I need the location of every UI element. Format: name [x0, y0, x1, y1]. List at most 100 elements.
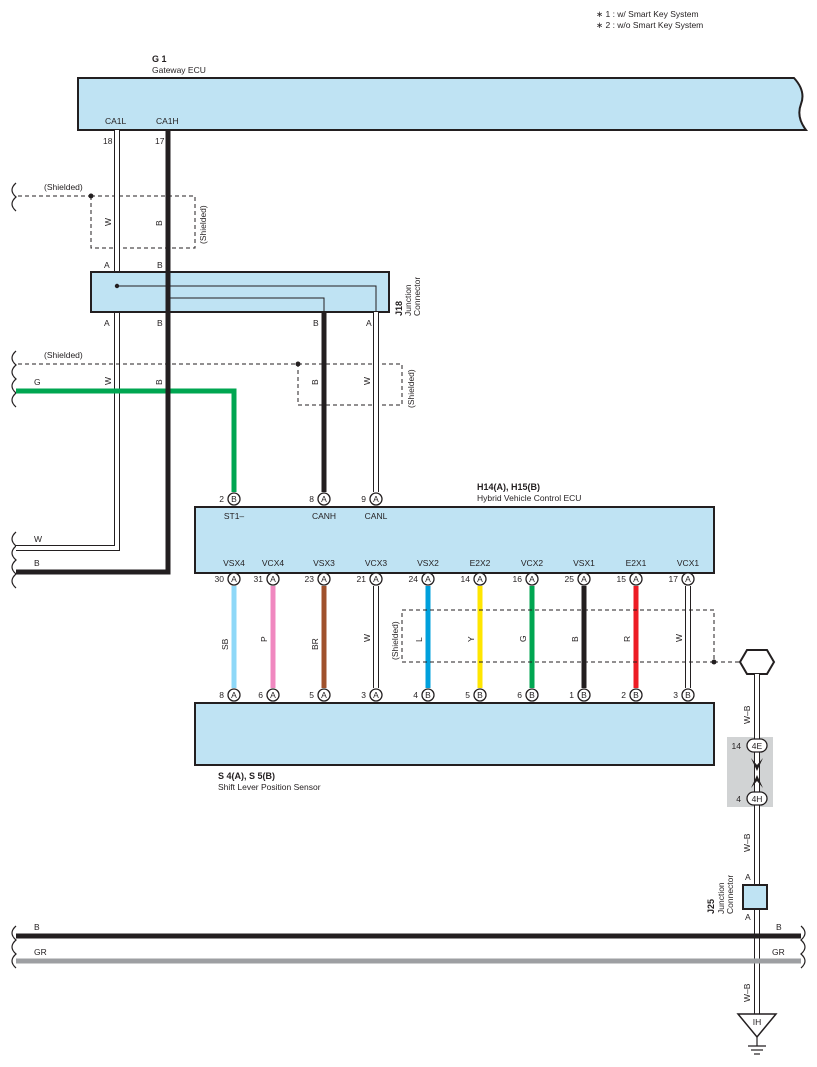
- wire-color-b-1: B: [154, 220, 164, 226]
- hv-ecu-bottom-pin: A 23 VSX3: [305, 558, 335, 586]
- hv-ecu-top-pin-conn: A: [373, 494, 379, 504]
- legend-note-1: ∗ 1 : w/ Smart Key System: [596, 9, 699, 19]
- hv-ecu-bottom-pin-label: VSX4: [223, 558, 245, 568]
- sensor-pin-conn: A: [321, 690, 327, 700]
- hv-ecu-bottom-pin-circle: [681, 572, 695, 586]
- gateway-ecu-box: [77, 77, 809, 131]
- hv-ecu-bottom-pin-label: VSX3: [313, 558, 335, 568]
- hv-ecu-top-pin-conn: B: [231, 494, 237, 504]
- sensor-wire-color: SB: [220, 638, 230, 650]
- hv-ecu-bottom-pin-conn: A: [231, 574, 237, 584]
- sensor-pin-circle: [369, 688, 383, 702]
- sensor-box: [194, 702, 715, 766]
- j18-splice-dot-w: [114, 283, 120, 289]
- hv-ecu-bottom-pin-conn: A: [270, 574, 276, 584]
- sensor-pin-conn: B: [633, 690, 639, 700]
- gateway-ecu-name: Gateway ECU: [152, 65, 206, 75]
- hv-ecu-bottom-pin: A 30 VSX4: [215, 558, 245, 586]
- hv-ecu-top-pin-conn: A: [321, 494, 327, 504]
- j25-letter-bot: A: [745, 912, 751, 922]
- hv-ecu-bottom-pin-num: 30: [215, 574, 225, 584]
- hv-ecu-bottom-pin-conn: A: [425, 574, 431, 584]
- hv-ecu-bottom-pin-conn: A: [373, 574, 379, 584]
- j18-name-line1: Junction: [403, 284, 413, 316]
- sensor-wire-color: BR: [310, 638, 320, 650]
- junction-4h: [746, 791, 768, 806]
- sensor-pin-circle: [227, 688, 241, 702]
- j18-code: J18: [394, 301, 404, 316]
- junction-4e-label: 4E: [752, 741, 763, 751]
- j25-name-line2: Connector: [725, 875, 735, 914]
- hv-ecu-bottom-pin-label: VCX2: [521, 558, 543, 568]
- left-break-marks: [11, 182, 17, 969]
- hv-ecu-bottom-pin-label: VSX2: [417, 558, 439, 568]
- hv-ecu-bottom-pin-num: 23: [305, 574, 315, 584]
- sensor-pin-circle: [266, 688, 280, 702]
- wire-color-w-1: W: [103, 218, 113, 226]
- shield-box-sensor: [401, 609, 715, 663]
- sensor-wire-color: G: [518, 635, 528, 642]
- hv-ecu-bottom-pin-circle: [421, 572, 435, 586]
- hv-ecu-bottom-pin-num: 14: [461, 574, 471, 584]
- sensor-pin-num: 3: [673, 690, 678, 700]
- hv-ecu-bottom-pin-circle: [525, 572, 539, 586]
- wire-color-w-2: W: [103, 377, 113, 385]
- hv-ecu-bottom-pin-conn: A: [581, 574, 587, 584]
- hv-ecu-bottom-pin: A 25 VSX1: [565, 558, 595, 586]
- right-break-marks: [800, 925, 806, 969]
- sensor-wire-color: R: [622, 636, 632, 642]
- hv-ecu-top-pin-num: 8: [309, 494, 314, 504]
- wire-color-b-left: B: [34, 558, 40, 568]
- sensor-pin-circle: [577, 688, 591, 702]
- junction-4h-num: 4: [736, 794, 741, 804]
- sensor-wire-color: P: [259, 636, 269, 642]
- hv-ecu-bottom-pin-conn: A: [321, 574, 327, 584]
- hv-ecu-top-pin-circle: [369, 492, 383, 506]
- hv-ecu-bottom-pin-label: VCX1: [677, 558, 699, 568]
- wire-b-gateway: [16, 130, 171, 575]
- hv-ecu-bottom-pin-label: VCX3: [365, 558, 387, 568]
- junction-4e: [746, 738, 768, 753]
- sensor-pin-conn: B: [529, 690, 535, 700]
- ground-label: IH: [753, 1017, 762, 1027]
- sensor-pin-num: 3: [361, 690, 366, 700]
- hv-ecu-bottom-pin-num: 15: [617, 574, 627, 584]
- wire-color-gr-bottom-right: GR: [772, 947, 785, 957]
- j25-letter-top: A: [745, 872, 751, 882]
- sensor-pin-circle: [421, 688, 435, 702]
- hv-ecu-bottom-pin-label: VCX4: [262, 558, 284, 568]
- sensor-pin-num: 4: [413, 690, 418, 700]
- shield-box-gateway: [90, 195, 196, 249]
- hv-ecu-bottom-pin-label: VSX1: [573, 558, 595, 568]
- hv-ecu-bottom-pin-conn: A: [685, 574, 691, 584]
- j18-letter-b-bot: B: [157, 318, 163, 328]
- junction-arrow-down-icon: [751, 758, 763, 771]
- wire-w-gateway-outer: [16, 130, 120, 551]
- hv-ecu-name: Hybrid Vehicle Control ECU: [477, 493, 581, 503]
- sensor-pin-conn: A: [231, 690, 237, 700]
- j25-junction-box: [742, 884, 768, 910]
- j25-name-line1: Junction: [716, 882, 726, 914]
- wire-color-w-3: W: [362, 377, 372, 385]
- hv-ecu-top-pin-label: CANL: [365, 511, 388, 521]
- hv-ecu-top-pin-circle: [317, 492, 331, 506]
- sensor-name: Shift Lever Position Sensor: [218, 782, 321, 792]
- sensor-pin-conn: B: [685, 690, 691, 700]
- wire-color-wb-3: W–B: [742, 983, 752, 1002]
- gateway-pin-num-18: 18: [103, 136, 113, 146]
- gateway-pin-ca1h: CA1H: [156, 116, 179, 126]
- hv-ecu-bottom-pin-num: 25: [565, 574, 575, 584]
- hv-ecu-bottom-pin-circle: [577, 572, 591, 586]
- j18-letter-b-out: B: [313, 318, 319, 328]
- hv-ecu-top-pin-1: A 8 CANH: [309, 492, 336, 521]
- junction-4h-label: 4H: [752, 794, 763, 804]
- sensor-wire-color: B: [570, 636, 580, 642]
- hv-ecu-bottom-pin-num: 21: [357, 574, 367, 584]
- hv-ecu-bottom-pin-circle: [317, 572, 331, 586]
